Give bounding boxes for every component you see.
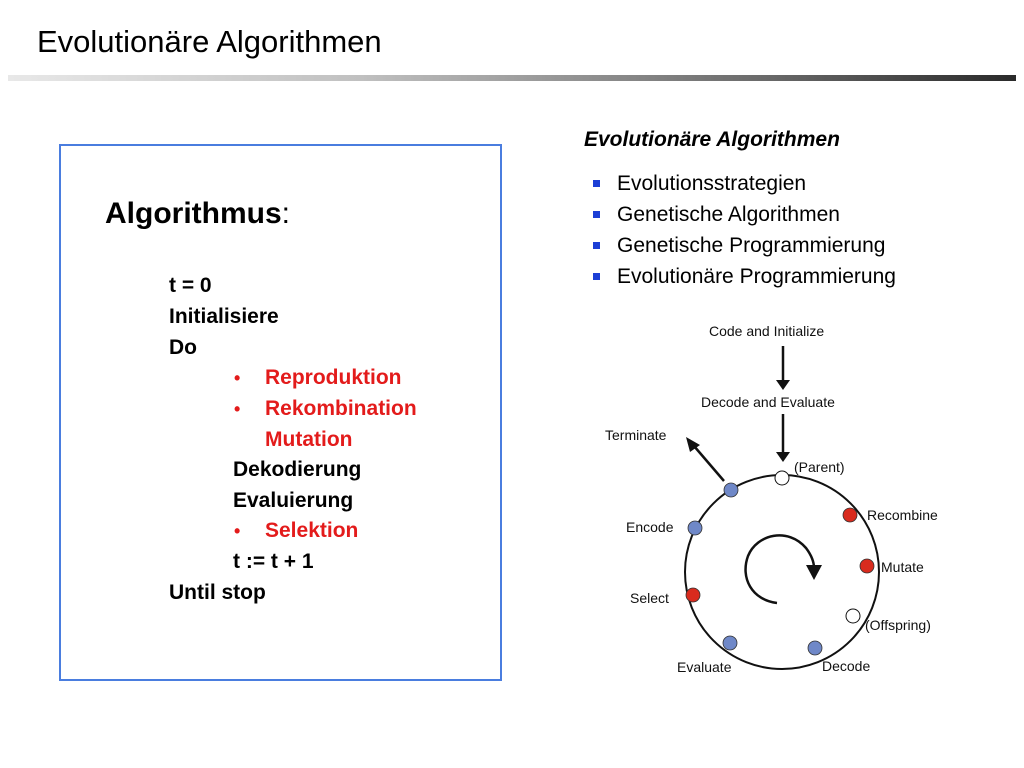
step-increment: t := t + 1 (233, 550, 314, 573)
node-select (685, 587, 701, 603)
label-terminate: Terminate (605, 427, 667, 443)
label-select: Select (630, 590, 669, 606)
step-rekombination: Rekombination (265, 397, 417, 420)
node-mutate (859, 558, 875, 574)
ea-list-item: Genetische Programmierung (590, 232, 896, 263)
ea-list-item: Evolutionäre Programmierung (590, 263, 896, 294)
ea-list-item: Genetische Algorithmen (590, 201, 896, 232)
square-bullet-icon (593, 273, 600, 280)
ea-item-label: Genetische Programmierung (617, 234, 886, 257)
label-parent: (Parent) (794, 459, 845, 475)
bullet-selektion: • (234, 521, 241, 541)
node-blue (723, 482, 739, 498)
label-decode: Decode (822, 658, 870, 674)
square-bullet-icon (593, 180, 600, 187)
ea-list: Evolutionsstrategien Genetische Algorith… (590, 170, 896, 294)
node-parent (774, 470, 790, 486)
rotation-arc (744, 534, 816, 605)
label-mutate: Mutate (881, 559, 924, 575)
bullet-reproduktion: • (234, 368, 241, 388)
step-mutation: Mutation (265, 428, 353, 451)
arrow-head-icon (686, 437, 700, 452)
square-bullet-icon (593, 242, 600, 249)
label-decode-evaluate: Decode and Evaluate (701, 394, 835, 410)
ea-item-label: Evolutionäre Programmierung (617, 265, 896, 288)
node-offspring (845, 608, 861, 624)
step-reproduktion: Reproduktion (265, 366, 402, 389)
label-recombine: Recombine (867, 507, 938, 523)
square-bullet-icon (593, 211, 600, 218)
cycle-ring (684, 474, 880, 670)
step-initialisiere: Initialisiere (169, 305, 279, 328)
title-divider (8, 75, 1016, 81)
algorithm-box (59, 144, 502, 681)
ea-list-item: Evolutionsstrategien (590, 170, 896, 201)
arrow-head-icon (776, 380, 790, 390)
step-dekodierung: Dekodierung (233, 458, 362, 481)
step-until-stop: Until stop (169, 581, 266, 604)
ea-item-label: Evolutionsstrategien (617, 172, 807, 195)
node-recombine (842, 507, 858, 523)
node-evaluate (722, 635, 738, 651)
algorithm-heading-label: Algorithmus (105, 197, 282, 230)
bullet-rekombination: • (234, 399, 241, 419)
slide-title: Evolutionäre Algorithmen (37, 24, 382, 59)
step-do: Do (169, 336, 197, 359)
rotation-arrow-icon (806, 565, 822, 580)
label-code-initialize: Code and Initialize (709, 323, 824, 339)
step-evaluierung: Evaluierung (233, 489, 354, 512)
step-t0: t = 0 (169, 274, 212, 297)
node-decode (807, 640, 823, 656)
step-selektion: Selektion (265, 519, 359, 542)
node-encode (687, 520, 703, 536)
arrow-terminate (693, 445, 725, 482)
label-offspring: (Offspring) (865, 617, 931, 633)
algorithm-heading-colon: : (281, 197, 291, 230)
ea-heading: Evolutionäre Algorithmen (584, 128, 840, 151)
ea-item-label: Genetische Algorithmen (617, 203, 840, 226)
algorithm-heading: Algorithmus: (105, 197, 290, 231)
arrow-head-icon (776, 452, 790, 462)
label-encode: Encode (626, 519, 674, 535)
label-evaluate: Evaluate (677, 659, 732, 675)
